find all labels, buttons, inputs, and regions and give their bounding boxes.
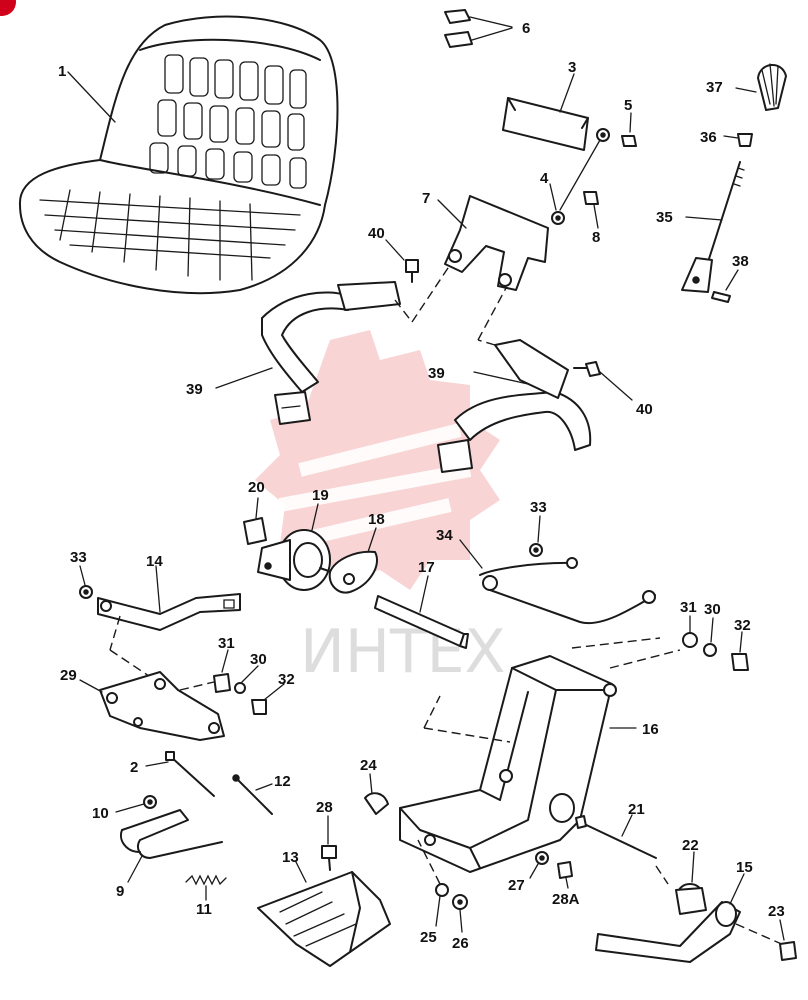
callout-30-left: 30 — [250, 651, 267, 668]
part-36-ferrule — [723, 133, 753, 147]
part-19-shock-mount — [257, 503, 341, 591]
callout-17: 17 — [418, 559, 435, 576]
part-24-cap — [364, 773, 389, 815]
part-21-pin — [575, 814, 669, 885]
callout-32-right: 32 — [734, 617, 751, 634]
watermark-text: ИНТЕХ — [300, 617, 506, 687]
callout-35: 35 — [656, 209, 673, 226]
part-40-bolts — [385, 239, 633, 401]
callout-13: 13 — [282, 849, 299, 866]
callout-10: 10 — [92, 805, 109, 822]
part-13-slotted-plate — [257, 861, 391, 967]
callout-1: 1 — [58, 63, 66, 80]
part-16-base-frame — [399, 655, 637, 873]
callout-33-right: 33 — [530, 499, 547, 516]
callout-9: 9 — [116, 883, 124, 900]
callout-2: 2 — [130, 759, 138, 776]
callout-18: 18 — [368, 511, 385, 528]
part-22-bushing — [675, 851, 707, 915]
part-9-clip — [120, 809, 223, 883]
callout-16: 16 — [642, 721, 659, 738]
callout-6: 6 — [522, 20, 530, 37]
callout-39-right: 39 — [428, 365, 445, 382]
part-34-linkage-rod — [459, 539, 656, 625]
part-12-rod — [232, 774, 273, 815]
callout-37: 37 — [706, 79, 723, 96]
part-14-arm — [97, 565, 241, 691]
part-39-seat-belt-right — [437, 287, 592, 473]
callout-23: 23 — [768, 903, 785, 920]
callout-31-right: 31 — [680, 599, 697, 616]
part-33-nut-right — [529, 515, 543, 557]
callout-28: 28 — [316, 799, 333, 816]
part-15-lever — [595, 873, 787, 963]
callout-15: 15 — [736, 859, 753, 876]
callout-30-right: 30 — [704, 601, 721, 618]
callout-34: 34 — [436, 527, 453, 544]
callout-32-left: 32 — [278, 671, 295, 688]
part-18-plate — [328, 527, 378, 594]
callout-20: 20 — [248, 479, 265, 496]
callout-27: 27 — [508, 877, 525, 894]
part-29-linkage — [79, 671, 225, 741]
callout-7: 7 — [422, 190, 430, 207]
callout-26: 26 — [452, 935, 469, 952]
callout-29: 29 — [60, 667, 77, 684]
part-1-seat — [18, 15, 339, 295]
part-35-control-rod — [681, 161, 745, 293]
corner-badge — [0, 0, 16, 16]
callout-19: 19 — [312, 487, 329, 504]
parts-25-26-nuts — [417, 839, 468, 933]
callout-40-upper: 40 — [368, 225, 385, 242]
callout-5: 5 — [624, 97, 632, 114]
callout-24: 24 — [360, 757, 377, 774]
callout-33-left: 33 — [70, 549, 87, 566]
callout-22: 22 — [682, 837, 699, 854]
part-37-knob — [735, 63, 787, 111]
fasteners-right-31-30-32 — [571, 615, 749, 671]
callout-14: 14 — [146, 553, 163, 570]
part-27-washer — [529, 851, 549, 879]
callout-11: 11 — [196, 901, 212, 918]
callout-12: 12 — [274, 773, 291, 790]
fasteners-left-31-30-32 — [179, 649, 285, 715]
watermark-gear-logo — [255, 330, 500, 590]
part-17-square-bar — [374, 575, 469, 649]
fasteners-4-5-8 — [549, 112, 637, 229]
part-10-nut — [115, 795, 157, 813]
callout-38: 38 — [732, 253, 749, 270]
part-6-bumpers — [444, 9, 513, 48]
callout-36: 36 — [700, 129, 717, 146]
part-28a-nut — [557, 861, 573, 889]
callout-25: 25 — [420, 929, 437, 946]
part-23-cap-nut — [779, 919, 797, 961]
callout-4: 4 — [540, 170, 549, 187]
part-3-bracket-plate — [502, 73, 589, 151]
part-11-spring — [185, 874, 227, 901]
part-2-rod — [145, 751, 215, 797]
part-38-pin — [711, 269, 739, 303]
part-39-seat-belt-left — [215, 264, 451, 425]
part-28-bolt — [321, 815, 337, 871]
callout-28a: 28A — [552, 891, 580, 908]
part-20-block — [243, 497, 267, 545]
callout-3: 3 — [568, 59, 576, 76]
callout-40-lower: 40 — [636, 401, 653, 418]
callout-39-left: 39 — [186, 381, 203, 398]
callout-8: 8 — [592, 229, 600, 246]
callout-21: 21 — [628, 801, 645, 818]
callout-31-left: 31 — [218, 635, 235, 652]
part-33-nut-left — [79, 565, 93, 599]
part-7-mounting-bracket — [437, 195, 549, 291]
